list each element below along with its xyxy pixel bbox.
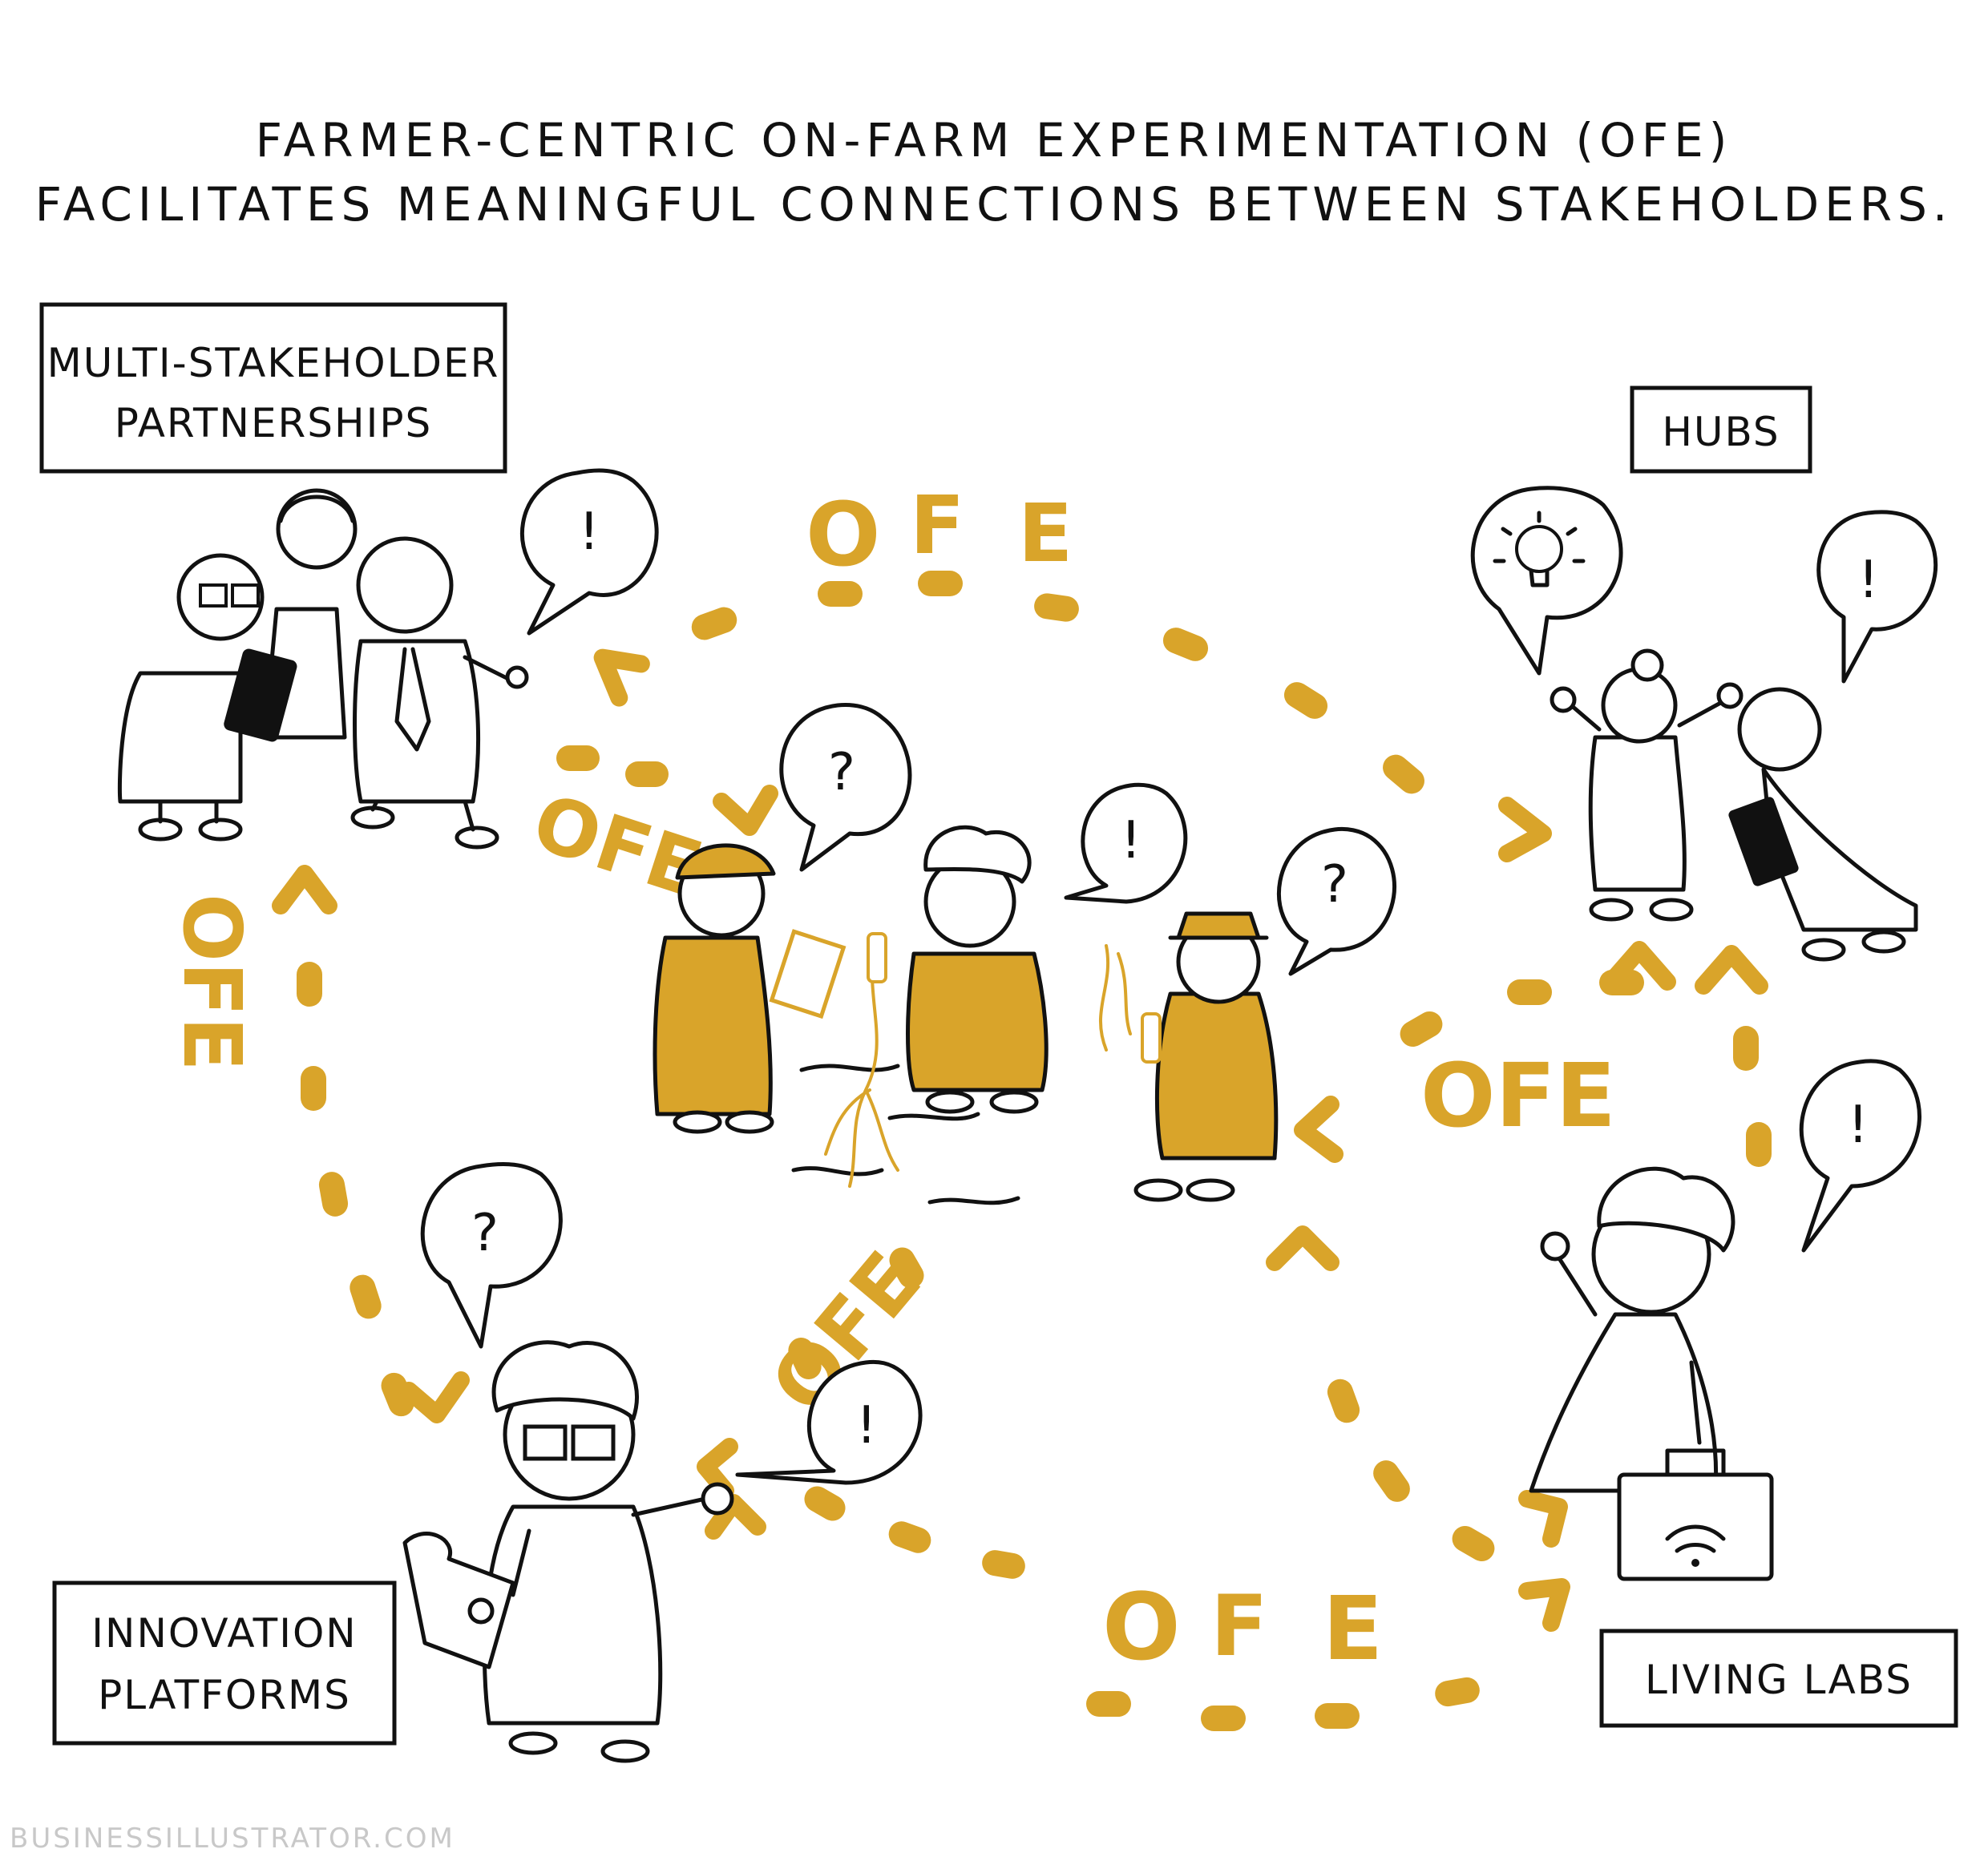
ofe-arrows [272, 648, 1768, 1632]
svg-text:?: ? [471, 1204, 499, 1263]
label-multi-stakeholder-line1: MULTI-STAKEHOLDER [47, 340, 500, 386]
wifi-icon [1665, 1524, 1726, 1567]
bubble-exclaim-living-labs: ! [1799, 1059, 1921, 1253]
label-hubs: HUBS [1630, 386, 1812, 474]
label-innovation-line2: PLATFORMS [98, 1672, 351, 1718]
ofe-bottom-f: F [1210, 1577, 1268, 1675]
arrow-to-partnerships [593, 648, 650, 707]
bubble-exclaim-hubs: ! [1816, 510, 1938, 684]
ofe-bottom-e: E [1323, 1577, 1383, 1680]
arrow-up-bottom [705, 1494, 766, 1540]
svg-text:!: ! [1121, 811, 1141, 870]
group-partnerships-figures [117, 488, 529, 850]
figure-innovation-person [402, 1340, 734, 1763]
bubble-exclaim-farmer-2: ! [1064, 782, 1188, 904]
arrow-to-farmers-right [1294, 1096, 1344, 1163]
svg-text:!: ! [579, 503, 600, 562]
speech-bubbles: ! ? ! ? ! [420, 468, 1938, 1485]
arrow-to-farmers-top [713, 785, 778, 836]
arrow-up-left [272, 865, 337, 914]
bubble-question-innovation: ? [420, 1161, 563, 1349]
arrow-to-innovation [400, 1371, 470, 1423]
bubble-question-farmer-3: ? [1277, 826, 1396, 976]
svg-text:?: ? [828, 743, 855, 802]
label-hubs-text: HUBS [1662, 409, 1780, 455]
svg-text:!: ! [856, 1396, 877, 1455]
figure-living-labs-person [1529, 1166, 1774, 1581]
svg-text:!: ! [1858, 551, 1879, 610]
ofe-center-right: OFE [1420, 1044, 1616, 1147]
label-multi-stakeholder-line2: PARTNERSHIPS [115, 400, 433, 446]
arrow-to-living-labs-1 [1518, 1490, 1568, 1548]
arrow-to-living-labs-2 [1518, 1578, 1570, 1632]
svg-text:?: ? [1321, 855, 1348, 914]
arrow-hubs-up-1 [1602, 941, 1676, 991]
puzzle-piece-icon [402, 1532, 515, 1669]
ofe-top-e: E [1018, 486, 1073, 580]
svg-text:!: ! [1848, 1096, 1869, 1155]
bubble-exclaim-innovation: ! [735, 1359, 923, 1485]
ofe-left-vertical: OFE [165, 894, 259, 1072]
group-farmers-center [653, 825, 1279, 1205]
label-innovation-platforms: INNOVATION PLATFORMS [52, 1580, 397, 1746]
ofe-bottom-o: O [1102, 1574, 1181, 1681]
ofe-top-o: O [806, 483, 881, 586]
bubble-idea-hubs [1470, 486, 1623, 676]
ofe-loop-dashes [297, 571, 1772, 1731]
group-hubs-figures [1550, 648, 1918, 962]
title-line-2: FACILITATES MEANINGFUL CONNECTIONS BETWE… [35, 177, 1954, 232]
arrow-hubs-up-2 [1695, 945, 1768, 995]
label-multi-stakeholder-partnerships: MULTI-STAKEHOLDER PARTNERSHIPS [39, 302, 507, 474]
title-line-1: FARMER-CENTRIC ON-FARM EXPERIMENTATION (… [256, 113, 1733, 168]
label-living-labs-text: LIVING LABS [1645, 1657, 1913, 1703]
ofe-top-f: F [910, 478, 964, 572]
arrow-to-hubs [1498, 797, 1552, 862]
bubble-exclaim-partnerships: ! [519, 468, 659, 636]
label-innovation-line1: INNOVATION [91, 1610, 357, 1657]
bubble-question-farmer-1: ? [779, 703, 912, 872]
label-living-labs: LIVING LABS [1599, 1629, 1958, 1728]
credit-text: BUSINESSILLUSTRATOR.COM [10, 1823, 455, 1855]
arrow-up-center [1266, 1225, 1339, 1271]
